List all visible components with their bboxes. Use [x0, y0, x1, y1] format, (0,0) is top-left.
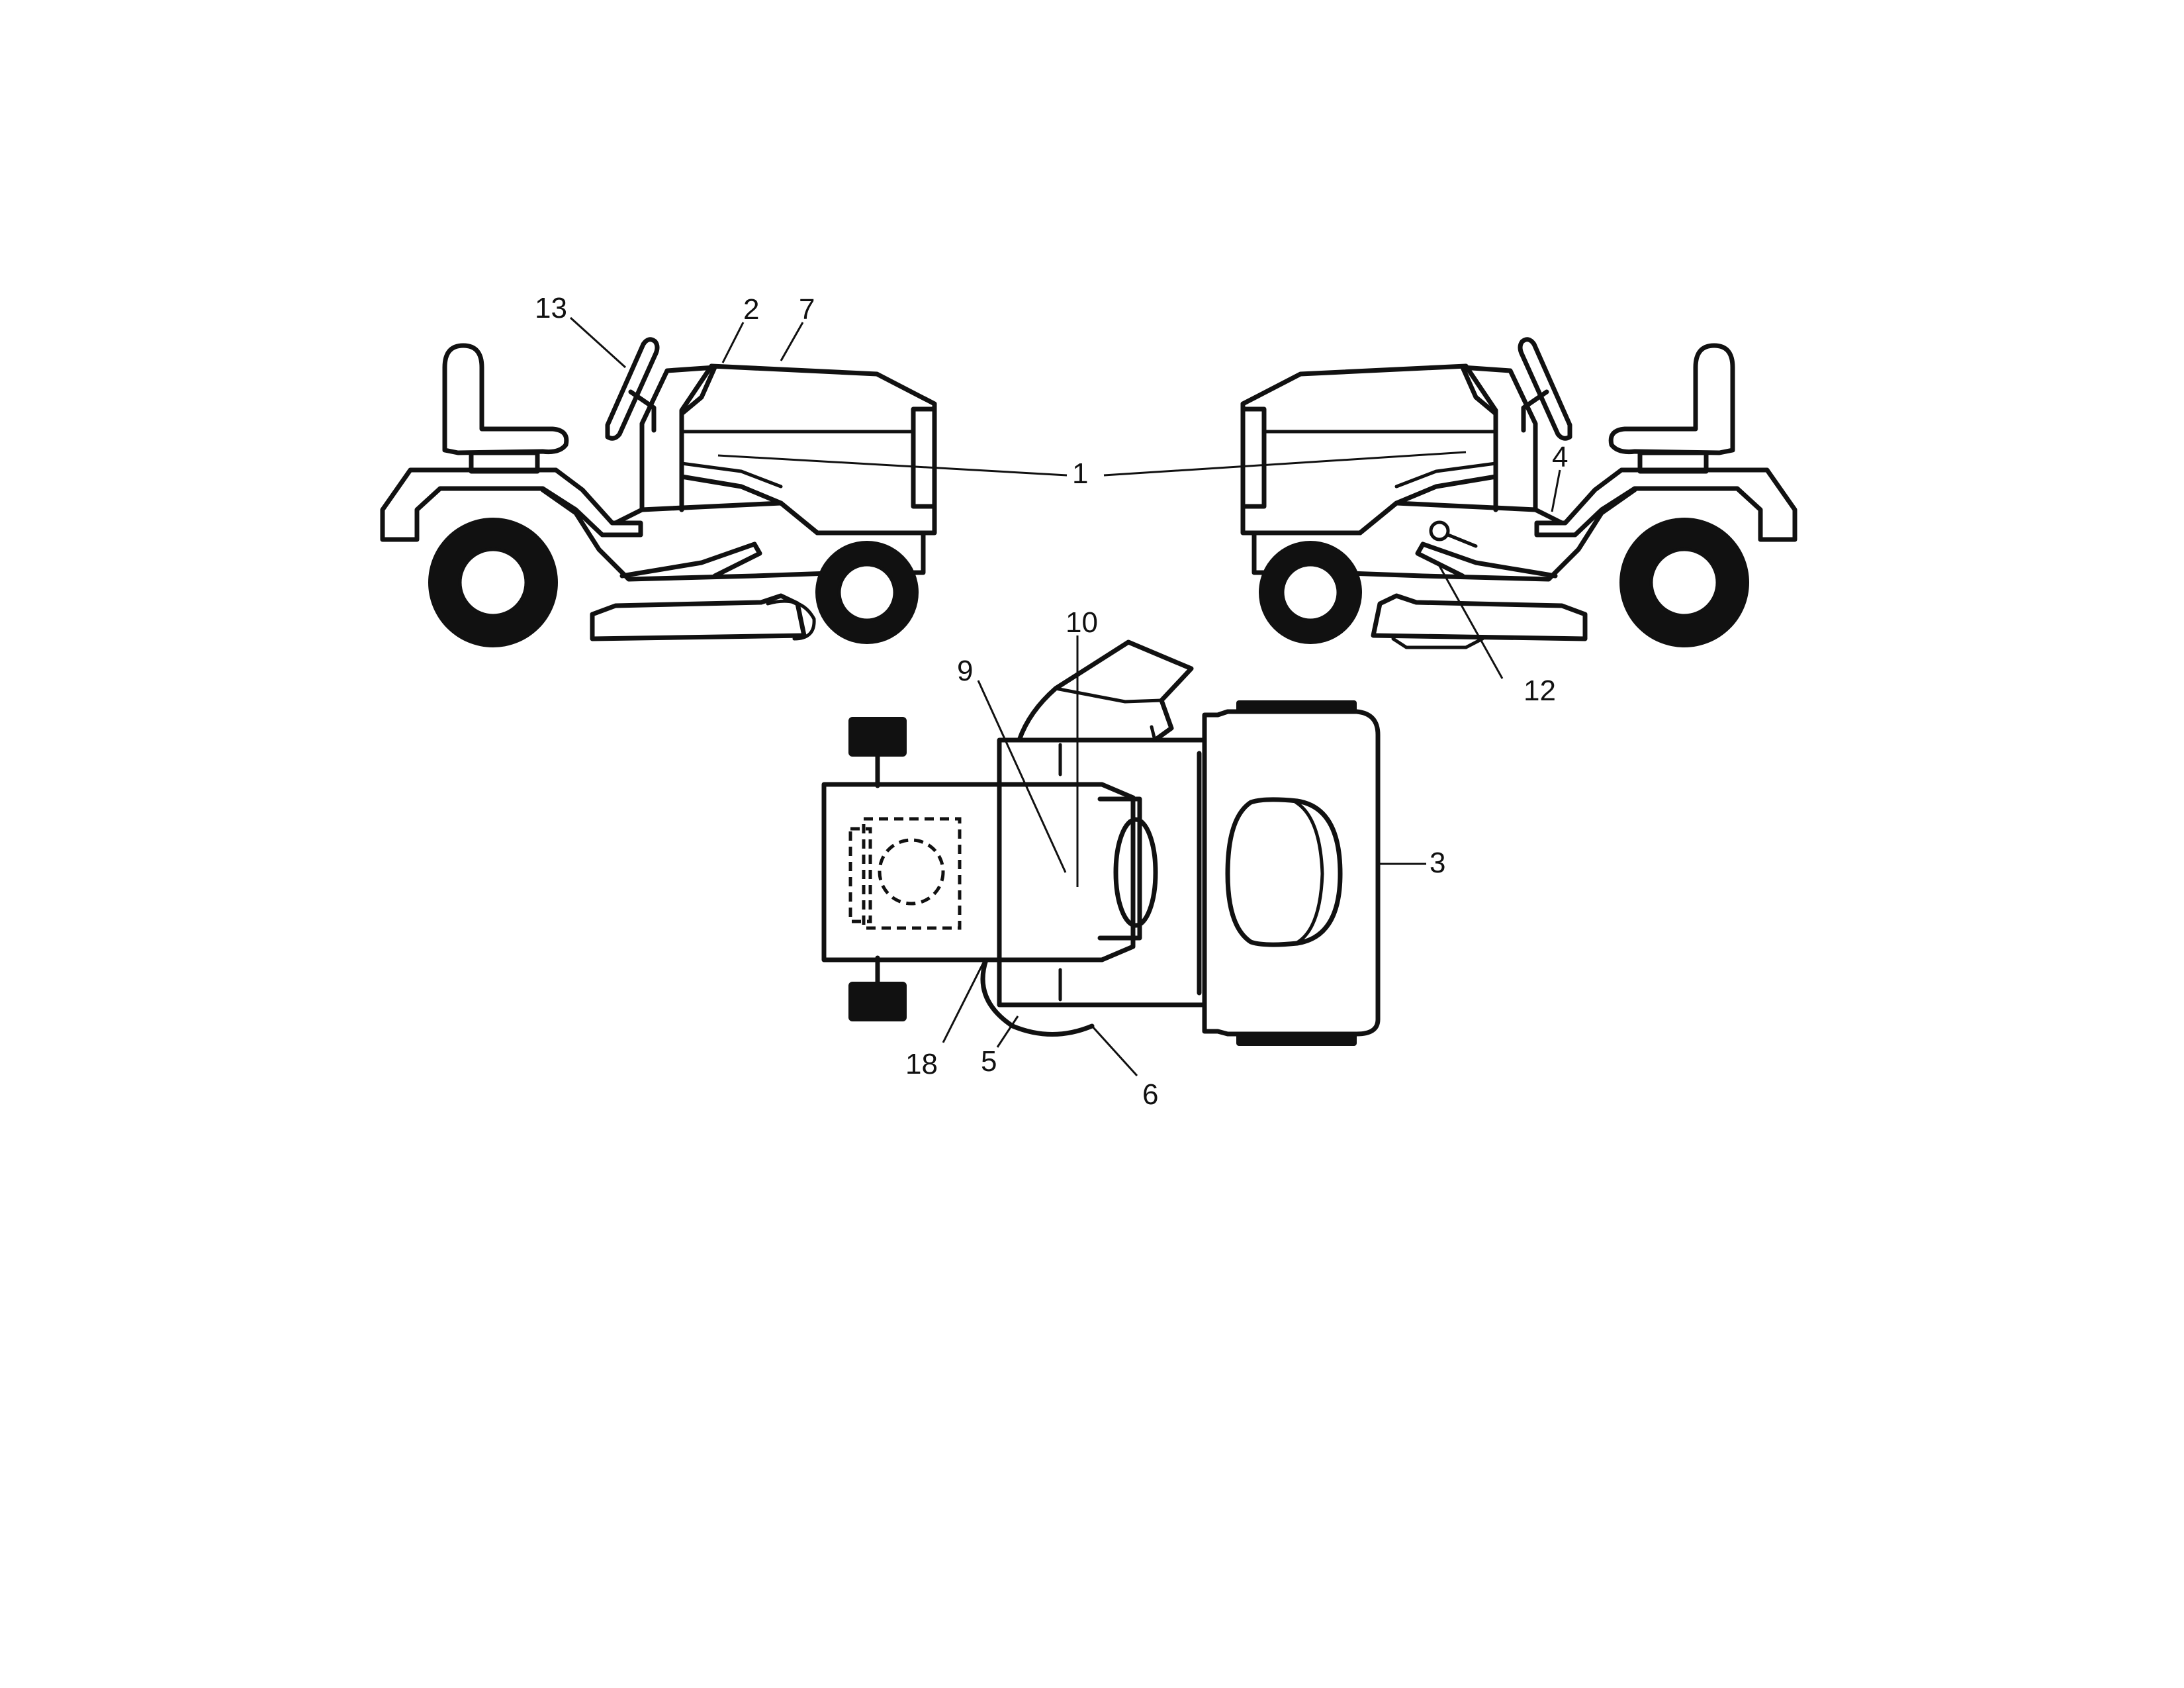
callout-6: 6	[1142, 1078, 1158, 1111]
deck-arc	[980, 957, 1095, 1037]
leader-5	[996, 1015, 1019, 1048]
callout-labels: 1 2 7 13 4 12 10 9 3 18 5 6	[535, 292, 1568, 1111]
deck-skirt-right	[1391, 637, 1484, 649]
steering-column-top	[1097, 796, 1142, 941]
hood-side-right	[1394, 461, 1498, 489]
hood-top	[821, 782, 1136, 962]
dash-tower-left	[639, 365, 717, 512]
steering-wheel-left	[605, 337, 660, 441]
steering-wheel-top	[1113, 817, 1158, 928]
mid-body-top	[997, 737, 1207, 1008]
lever-knob-right	[1429, 520, 1450, 541]
callout-10: 10	[1066, 606, 1098, 639]
rear-body-top	[1202, 709, 1381, 1037]
callout-18: 18	[905, 1048, 938, 1080]
seat-back-right	[1608, 343, 1735, 455]
engine-outline	[862, 817, 962, 930]
lever-right	[1446, 533, 1478, 548]
rear-hub-left	[458, 547, 528, 618]
chute-inner	[1054, 686, 1163, 704]
rear-fender-right	[1534, 467, 1797, 542]
steering-column-right	[1521, 389, 1549, 433]
tractor-top-view	[821, 639, 1381, 1046]
callout-13: 13	[535, 292, 567, 324]
callout-9: 9	[957, 655, 973, 687]
hood-side-left	[680, 461, 783, 489]
leader-6	[1091, 1025, 1138, 1077]
callout-7: 7	[799, 293, 815, 326]
rear-hub-right	[1649, 547, 1719, 618]
steering-column-left	[628, 389, 657, 433]
leader-12	[1438, 565, 1504, 679]
mower-deck-left	[590, 593, 807, 641]
discharge-chute	[1017, 639, 1194, 743]
leader-1-right	[1103, 451, 1467, 477]
leader-2	[721, 322, 745, 363]
steering-wheel-right	[1518, 337, 1572, 441]
callout-4: 4	[1552, 441, 1568, 473]
front-tire-bottom	[848, 982, 907, 1021]
grille-left	[911, 406, 937, 509]
leader-1-left	[717, 454, 1068, 477]
engine-outline-offset	[848, 827, 872, 923]
front-hub-right	[1281, 563, 1340, 622]
pedal-right	[1415, 541, 1558, 579]
deck-chute-left	[766, 599, 816, 641]
tractor-left-side-view	[380, 337, 937, 647]
leader-4	[1551, 469, 1561, 512]
leader-18	[942, 959, 986, 1043]
leader-9	[977, 680, 1067, 873]
mower-deck-right	[1371, 593, 1588, 641]
tractor-right-side-view	[1240, 337, 1797, 649]
dash-tower-right	[1460, 365, 1538, 512]
seat-back-top	[1294, 800, 1324, 945]
leader-13	[569, 316, 627, 369]
seat-top	[1225, 797, 1343, 947]
callout-3: 3	[1430, 847, 1445, 879]
chute-mount	[1150, 725, 1157, 742]
callout-5: 5	[981, 1045, 997, 1078]
front-tire-top	[848, 717, 907, 757]
pedal-left	[619, 541, 762, 579]
callout-1: 1	[1072, 457, 1088, 490]
callout-12: 12	[1524, 675, 1556, 707]
rear-fender-left	[380, 467, 643, 542]
callout-2: 2	[743, 293, 759, 326]
leader-lines	[569, 316, 1561, 1077]
grille-right	[1240, 406, 1267, 509]
front-hub-left	[837, 563, 897, 622]
seat-back-left	[442, 343, 569, 455]
leader-7	[780, 322, 804, 361]
engine-flywheel-outline	[878, 838, 945, 906]
